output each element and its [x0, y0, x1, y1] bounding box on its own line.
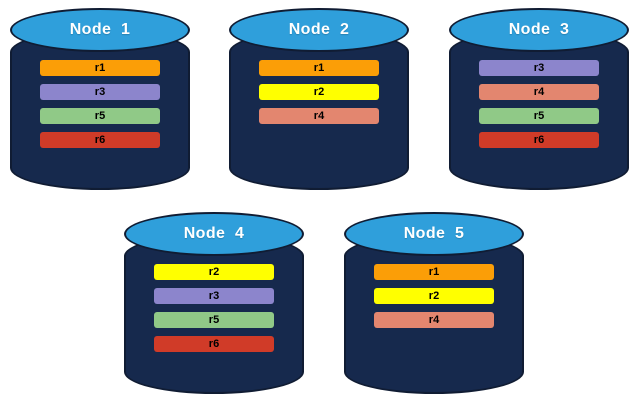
replica-bar-r3[interactable]: r3 — [479, 60, 599, 76]
replica-bar-list: r1 r3 r5 r6 — [10, 60, 190, 148]
node-label: Node 5 — [403, 225, 465, 242]
database-node-1[interactable]: Node 1 r1 r3 r5 r6 — [10, 8, 190, 190]
node-cylinder-top-ellipse — [344, 212, 524, 256]
replica-bar-r3[interactable]: r3 — [154, 288, 274, 304]
replica-bar-r5[interactable]: r5 — [479, 108, 599, 124]
node-label: Node 4 — [183, 225, 245, 242]
replica-bar-r6[interactable]: r6 — [40, 132, 160, 148]
node-label: Node 2 — [288, 21, 350, 38]
database-node-4[interactable]: Node 4 r2 r3 r5 r6 — [124, 212, 304, 394]
node-cylinder-top-ellipse — [124, 212, 304, 256]
replica-bar-list: r1 r2 r4 — [344, 264, 524, 328]
node-label: Node 1 — [69, 21, 131, 38]
replica-bar-r4[interactable]: r4 — [374, 312, 494, 328]
replica-bar-list: r2 r3 r5 r6 — [124, 264, 304, 352]
replica-bar-r5[interactable]: r5 — [40, 108, 160, 124]
replica-bar-r6[interactable]: r6 — [479, 132, 599, 148]
node-cylinder-top-ellipse — [449, 8, 629, 52]
replica-bar-list: r3 r4 r5 r6 — [449, 60, 629, 148]
replica-bar-r2[interactable]: r2 — [154, 264, 274, 280]
node-cylinder-top-ellipse — [10, 8, 190, 52]
replica-bar-r5[interactable]: r5 — [154, 312, 274, 328]
database-node-2[interactable]: Node 2 r1 r2 r4 — [229, 8, 409, 190]
replica-bar-r4[interactable]: r4 — [479, 84, 599, 100]
replica-bar-r6[interactable]: r6 — [154, 336, 274, 352]
replica-bar-r2[interactable]: r2 — [374, 288, 494, 304]
replica-bar-r4[interactable]: r4 — [259, 108, 379, 124]
replica-bar-r3[interactable]: r3 — [40, 84, 160, 100]
replica-bar-r1[interactable]: r1 — [374, 264, 494, 280]
replica-bar-list: r1 r2 r4 — [229, 60, 409, 124]
replica-bar-r1[interactable]: r1 — [259, 60, 379, 76]
replica-bar-r1[interactable]: r1 — [40, 60, 160, 76]
database-node-5[interactable]: Node 5 r1 r2 r4 — [344, 212, 524, 394]
replica-bar-r2[interactable]: r2 — [259, 84, 379, 100]
node-cylinder-top-ellipse — [229, 8, 409, 52]
node-label: Node 3 — [508, 21, 570, 38]
database-node-3[interactable]: Node 3 r3 r4 r5 r6 — [449, 8, 629, 190]
